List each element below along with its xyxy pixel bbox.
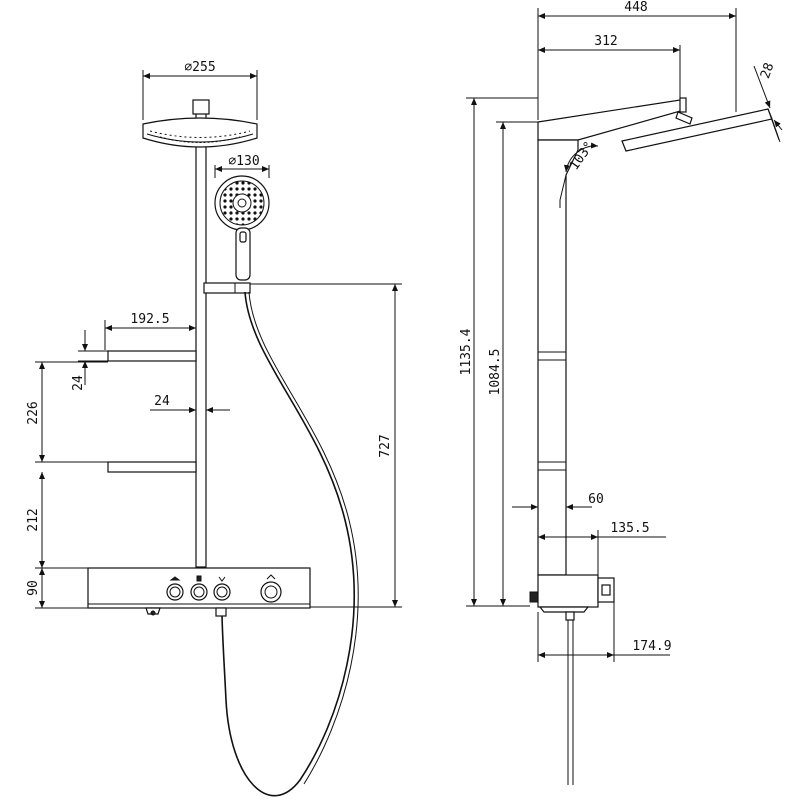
- dim-shelf-gap-label: 226: [26, 401, 41, 424]
- dim-arm-total: 448: [537, 0, 737, 120]
- dim-arm-reach-label: 312: [594, 34, 617, 49]
- dim-knob-depth-label: 174.9: [632, 639, 671, 654]
- hand-shower: [214, 175, 270, 281]
- dim-shelf-depth-label: 192.5: [130, 312, 169, 327]
- dim-lower-gap-label: 212: [26, 508, 41, 531]
- valve-knob-hand: [190, 583, 208, 601]
- dim-shelf-gap: 226: [26, 361, 108, 463]
- dim-rail-width: 24: [150, 394, 230, 413]
- dim-knob-depth: 174.9: [537, 602, 672, 662]
- dim-rail-depth: 60: [512, 492, 604, 510]
- dim-arm-total-label: 448: [624, 0, 647, 15]
- dim-panel-depth: 135.5: [538, 521, 666, 575]
- dim-head-thickness: 28: [753, 61, 783, 143]
- dim-panel-height-label: 90: [26, 580, 41, 596]
- shower-hose: [221, 291, 355, 797]
- dim-hose-outlet-height: 727: [250, 283, 402, 608]
- dim-head-thickness-label: 28: [758, 61, 777, 81]
- dim-head-diameter: ⌀255: [142, 60, 258, 120]
- valve-knob-rain: [166, 583, 184, 601]
- side-view: 448 312 28 103° 1135.4 1084.5: [459, 0, 783, 785]
- valve-knob-spout: [213, 583, 231, 601]
- dim-rail-width-label: 24: [154, 394, 170, 409]
- dim-head-diameter-label: ⌀255: [184, 60, 215, 75]
- dim-hose-outlet-height-label: 727: [378, 434, 393, 457]
- side-riser-column: [537, 139, 579, 576]
- dim-overall-height-label: 1135.4: [459, 328, 474, 375]
- dim-rail-depth-label: 60: [588, 492, 604, 507]
- rain-shower-head: [142, 117, 258, 148]
- dim-hand-diameter-label: ⌀130: [228, 154, 259, 169]
- dim-shelf-thickness-label: 24: [71, 375, 86, 391]
- front-riser-pipe: [192, 99, 210, 568]
- front-shelf-lower: [107, 461, 197, 473]
- rain-icon: [169, 576, 181, 581]
- dim-panel-height: 90: [26, 568, 88, 609]
- hand-shower-holder: [203, 282, 251, 294]
- side-hose: [567, 620, 574, 785]
- thermostat-knob: [260, 581, 282, 603]
- dim-shelf-thickness: 24: [71, 330, 108, 391]
- spout-icon: [218, 576, 226, 582]
- dim-hand-diameter: ⌀130: [214, 154, 270, 178]
- side-control-box: [529, 574, 615, 621]
- front-shelf-upper: [107, 350, 197, 362]
- dim-shelf-depth: 192.5: [104, 312, 197, 350]
- dim-overall-height: 1135.4: [459, 97, 538, 607]
- shower-arm: [537, 97, 693, 141]
- thermostat-control-panel: [87, 567, 311, 617]
- dim-lower-gap: 212: [26, 472, 88, 569]
- dim-arm-reach: 312: [538, 34, 681, 98]
- front-view: ⌀255 ⌀130 192.5 24 24: [26, 60, 402, 797]
- hand-shower-icon: [196, 575, 202, 582]
- dim-pipe-height: 1084.5: [488, 121, 538, 606]
- thermostat-indicator-icon: [266, 574, 276, 580]
- dim-panel-depth-label: 135.5: [610, 521, 649, 536]
- dim-pipe-height-label: 1084.5: [488, 349, 503, 396]
